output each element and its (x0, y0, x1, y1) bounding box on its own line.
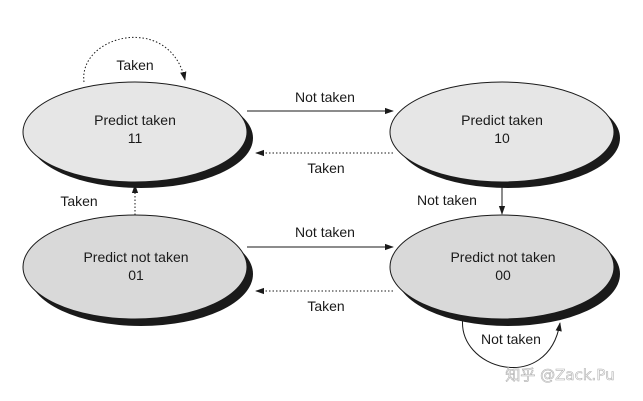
state-11-code: 11 (128, 130, 143, 146)
label-11-to-10: Not taken (295, 89, 355, 105)
state-11-ellipse (22, 81, 248, 183)
label-11-self-loop: Taken (116, 57, 153, 73)
state-00-code: 00 (495, 267, 511, 283)
state-00-ellipse (389, 214, 615, 320)
state-01-code: 01 (128, 267, 144, 283)
state-predict-not-taken-01: Predict not taken 01 (22, 214, 253, 326)
state-01-label: Predict not taken (83, 249, 188, 265)
state-predict-not-taken-00: Predict not taken 00 (389, 214, 620, 326)
label-00-to-01: Taken (307, 298, 344, 314)
label-00-self-loop: Not taken (481, 331, 541, 347)
label-10-to-11: Taken (307, 160, 344, 176)
label-10-to-00: Not taken (417, 192, 477, 208)
label-01-to-00: Not taken (295, 224, 355, 240)
state-11-label: Predict taken (94, 112, 176, 128)
label-01-to-11: Taken (60, 193, 97, 209)
state-10-code: 10 (494, 130, 510, 146)
state-10-label: Predict taken (461, 112, 543, 128)
watermark-text: 知乎 @Zack.Pu (505, 366, 614, 384)
state-predict-taken-11: Predict taken 11 (22, 81, 253, 188)
state-00-label: Predict not taken (450, 249, 555, 265)
state-predict-taken-10: Predict taken 10 (389, 81, 620, 188)
arrow-00-self-loop (462, 315, 562, 368)
